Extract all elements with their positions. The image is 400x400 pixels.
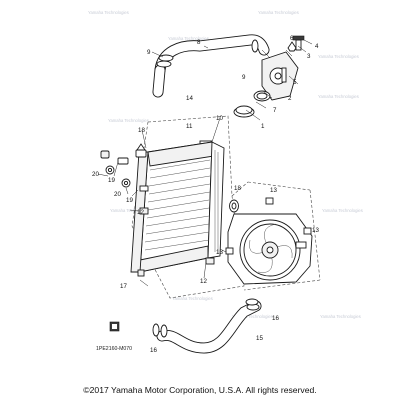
- leader-lines: [97, 39, 313, 287]
- reference-tag-icon: [109, 321, 120, 332]
- watermark: Yamaha Technologies: [110, 208, 151, 213]
- lower-radiator-hose: [156, 300, 262, 354]
- callout-5: 5: [293, 79, 297, 86]
- fan-bolts: [137, 197, 312, 277]
- fan-shroud: [227, 213, 313, 285]
- callout-19b: 19: [126, 197, 133, 204]
- watermark: Yamaha Technologies: [318, 94, 359, 99]
- watermark: Yamaha Technologies: [258, 10, 299, 15]
- callout-10: 10: [216, 115, 223, 122]
- radiator-mounting-parts: [100, 143, 239, 215]
- callout-16b: 16: [150, 347, 157, 354]
- callout-20b: 20: [114, 191, 121, 198]
- callout-12: 12: [137, 209, 144, 216]
- callout-9: 9: [147, 49, 151, 56]
- dashed-leaders: [231, 181, 321, 291]
- callout-16: 16: [272, 315, 279, 322]
- callout-15: 15: [256, 335, 263, 342]
- watermark-group: Yamaha Technologies Yamaha Technologies …: [88, 10, 363, 319]
- callout-13: 13: [270, 187, 277, 194]
- watermark: Yamaha Technologies: [318, 54, 359, 59]
- callout-4: 4: [315, 43, 319, 50]
- watermark: Yamaha Technologies: [108, 118, 149, 123]
- watermark: Yamaha Technologies: [168, 36, 209, 41]
- radiator-core: [130, 141, 225, 273]
- upper-radiator-hose: [152, 34, 270, 98]
- callout-18b: 18: [234, 185, 241, 192]
- callout-3: 3: [307, 53, 311, 60]
- callout-1: 1: [261, 123, 265, 130]
- callout-13b: 13: [216, 249, 223, 256]
- hose-clamp-upper-left: [151, 51, 174, 62]
- callout-12b: 12: [200, 278, 207, 285]
- watermark: Yamaha Technologies: [322, 208, 363, 213]
- drawing-code: 1PE2160-M070: [96, 346, 132, 352]
- callout-2: 2: [288, 95, 292, 102]
- callout-14: 14: [186, 95, 193, 102]
- callout-11: 11: [186, 123, 193, 130]
- callout-8: 8: [197, 39, 201, 46]
- watermark: Yamaha Technologies: [88, 10, 129, 15]
- watermark: Yamaha Technologies: [232, 314, 273, 319]
- callout-17: 17: [120, 283, 127, 290]
- callout-18: 18: [138, 127, 145, 134]
- copyright-footer: ©2017 Yamaha Motor Corporation, U.S.A. A…: [83, 385, 317, 395]
- callout-6: 6: [290, 35, 294, 42]
- callout-7: 7: [273, 107, 277, 114]
- callout-9b: 9: [242, 74, 246, 81]
- callout-13c: 13: [312, 227, 319, 234]
- callout-20: 20: [92, 171, 99, 178]
- callout-19: 19: [108, 177, 115, 184]
- watermark: Yamaha Technologies: [320, 314, 361, 319]
- radiator-callout-box: [131, 115, 245, 299]
- callout-numbers: 1 2 3 4 5 6 7 8 9 9 10 11 12 12 13 13 13…: [92, 35, 319, 354]
- watermark: Yamaha Technologies: [172, 296, 213, 301]
- hose-clamps-lower: [152, 298, 259, 337]
